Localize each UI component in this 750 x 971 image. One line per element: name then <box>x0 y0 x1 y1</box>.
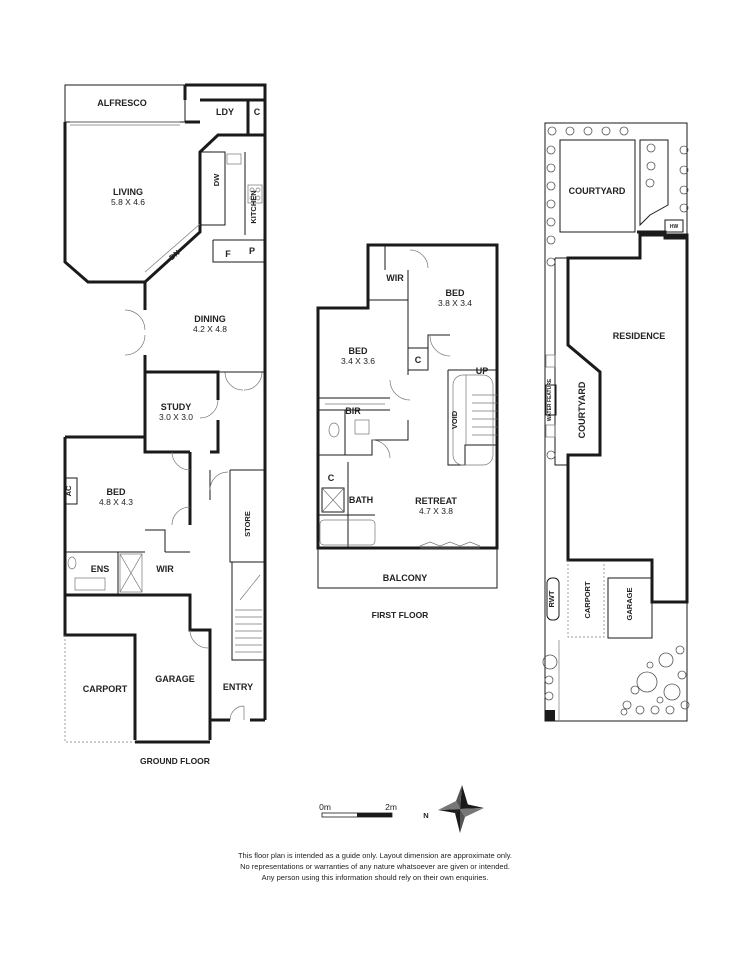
label-site-courtyard-top: COURTYARD <box>569 186 626 196</box>
ff-retreat-dimensions: 4.7 X 3.8 <box>419 506 453 516</box>
label-ldy: LDY <box>216 107 234 117</box>
label-store: STORE <box>243 511 252 537</box>
scale-bar <box>321 812 393 818</box>
scale-end-label: 2m <box>385 802 397 812</box>
label-ff-bir: BIR <box>345 406 361 416</box>
label-ff-balcony: BALCONY <box>383 573 428 583</box>
compass-north-label: N <box>423 811 428 820</box>
label-carport: CARPORT <box>83 684 128 694</box>
carport-outline <box>64 635 135 743</box>
label-site-hw: HW <box>670 224 679 230</box>
label-ff-wir: WIR <box>386 273 404 283</box>
disclaimer-line-2: No representations or warranties of any … <box>240 862 510 871</box>
label-ff-retreat: RETREAT <box>415 496 457 506</box>
label-f: F <box>225 249 231 259</box>
dining-walls <box>143 282 220 454</box>
label-bed: BED <box>106 487 126 497</box>
living-walls <box>63 122 265 284</box>
ff-bed-b-dimensions: 3.4 X 3.6 <box>341 356 375 366</box>
label-site-garage: GARAGE <box>625 588 634 621</box>
disclaimer: This floor plan is intended as a guide o… <box>200 850 550 883</box>
sink <box>226 153 242 165</box>
ground-floor-title: GROUND FLOOR <box>140 756 210 766</box>
label-site-residence: RESIDENCE <box>613 331 666 341</box>
label-ff-void: VOID <box>450 410 459 429</box>
bed-dimensions: 4.8 X 4.3 <box>99 497 133 507</box>
first-floor-title: FIRST FLOOR <box>372 610 429 620</box>
first-floor-plan <box>316 243 499 589</box>
label-garage: GARAGE <box>155 674 195 684</box>
label-wir: WIR <box>156 564 174 574</box>
label-entry: ENTRY <box>223 682 253 692</box>
label-living: LIVING <box>113 187 143 197</box>
laundry-walls <box>183 83 267 720</box>
site-plan <box>542 122 690 722</box>
compass-rose <box>438 785 484 833</box>
ff-bed-a-dimensions: 3.8 X 3.4 <box>438 298 472 308</box>
ground-floor-plan <box>63 83 267 744</box>
label-ff-up: UP <box>476 366 489 376</box>
label-ff-bed-b: BED <box>348 346 368 356</box>
label-ac: AC <box>64 485 73 496</box>
label-site-courtyard-side: COURTYARD <box>577 381 587 438</box>
label-dining: DINING <box>194 314 226 324</box>
label-ff-c2: C <box>328 473 335 483</box>
label-dw: DW <box>212 173 221 186</box>
label-alfresco: ALFRESCO <box>97 98 147 108</box>
residence-outline <box>566 233 689 604</box>
bed-walls <box>63 435 212 740</box>
label-p: P <box>249 246 255 256</box>
label-ff-bed-a: BED <box>445 288 465 298</box>
label-ff-bath: BATH <box>349 495 373 505</box>
site-boundary <box>544 122 688 722</box>
label-site-water-feature: WATER FEATURE <box>547 378 553 421</box>
scale-start-label: 0m <box>319 802 331 812</box>
label-study: STUDY <box>161 402 192 412</box>
label-kitchen: KITCHEN <box>249 190 258 223</box>
living-dimensions: 5.8 X 4.6 <box>111 197 145 207</box>
kitchen-bench <box>200 151 265 263</box>
cooktop <box>247 184 263 204</box>
label-ens: ENS <box>91 564 110 574</box>
label-c: C <box>254 107 261 117</box>
study-dimensions: 3.0 X 3.0 <box>159 412 193 422</box>
disclaimer-line-1: This floor plan is intended as a guide o… <box>237 851 513 860</box>
label-site-carport: CARPORT <box>583 581 592 619</box>
disclaimer-line-3: Any person using this information should… <box>261 873 489 882</box>
balcony-outline <box>317 548 498 589</box>
label-site-rwt: RWT <box>547 590 556 607</box>
dining-dimensions: 4.2 X 4.8 <box>193 324 227 334</box>
label-ff-c1: C <box>415 355 422 365</box>
